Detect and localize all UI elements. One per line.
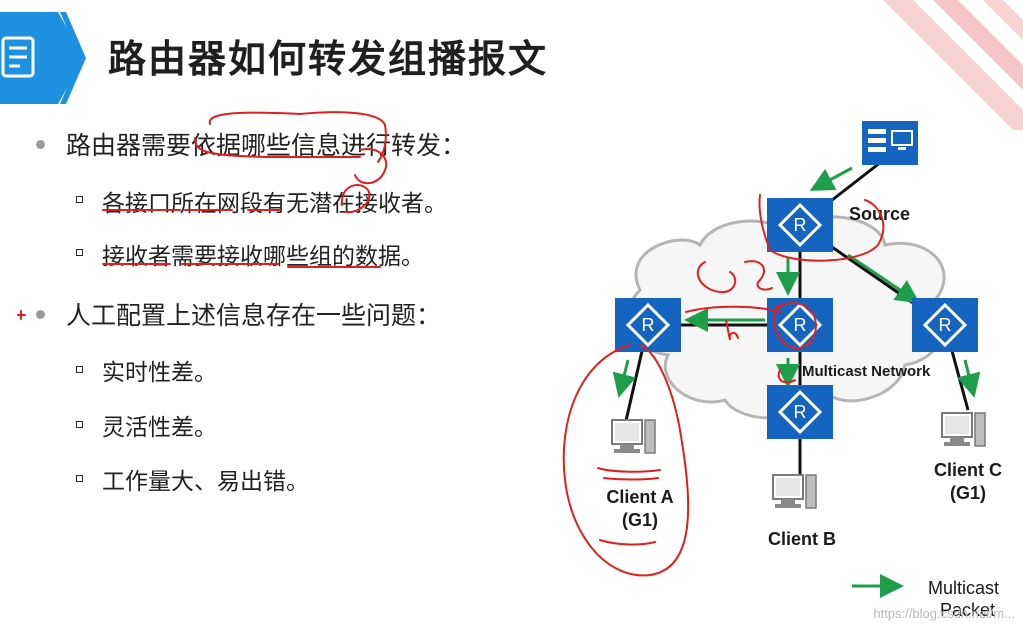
pc-icon (772, 474, 817, 509)
server-icon (862, 121, 918, 165)
bullet-dot (36, 140, 45, 149)
router-letter: R (794, 315, 807, 335)
client-a-label: Client A (606, 487, 673, 507)
pc-icon (611, 419, 656, 454)
sub-bullet-receivers: 各接口所在网段有无潜在接收者。 (102, 191, 447, 217)
router-letter: R (794, 402, 807, 422)
sub-bullet-flexibility: 灵活性差。 (102, 415, 217, 441)
client-a-group: (G1) (622, 510, 658, 530)
pc-icon (941, 412, 986, 447)
bullet-dot (36, 310, 45, 319)
bullet-manual-config: 人工配置上述信息存在一些问题： (66, 301, 442, 330)
sub-bullet-realtime: 实时性差。 (102, 360, 217, 386)
slide-title: 路由器如何转发组播报文 (108, 37, 549, 81)
legend-label-2: Packet (940, 600, 995, 620)
client-c-group: (G1) (950, 483, 986, 503)
sub-bullet-workload: 工作量大、易出错。 (102, 469, 309, 495)
bullet-forwarding-info: 路由器需要依据哪些信息进行转发： (66, 131, 467, 160)
title-chevron (60, 12, 86, 104)
multicast-network-diagram: R R R R R Source Multicast Network Clien… (606, 121, 1002, 620)
network-label: Multicast Network (802, 363, 931, 380)
source-label: Source (849, 204, 910, 224)
client-b-label: Client B (768, 529, 836, 549)
sub-bullet-square (76, 421, 83, 428)
router-letter: R (939, 315, 952, 335)
sub-bullet-square (76, 366, 83, 373)
router-letter: R (794, 215, 807, 235)
watermark: https://blog.csdn.net/m... (873, 606, 1015, 621)
router-letter: R (642, 315, 655, 335)
client-c-label: Client C (934, 460, 1002, 480)
legend-label: Multicast (928, 578, 999, 598)
decorative-stripes (883, 0, 1023, 130)
sub-bullet-square (76, 196, 83, 203)
slide-icon (0, 12, 84, 104)
sub-bullet-square (76, 249, 83, 256)
sub-bullet-groups: 接收者需要接收哪些组的数据。 (102, 244, 424, 270)
sub-bullet-square (76, 475, 83, 482)
